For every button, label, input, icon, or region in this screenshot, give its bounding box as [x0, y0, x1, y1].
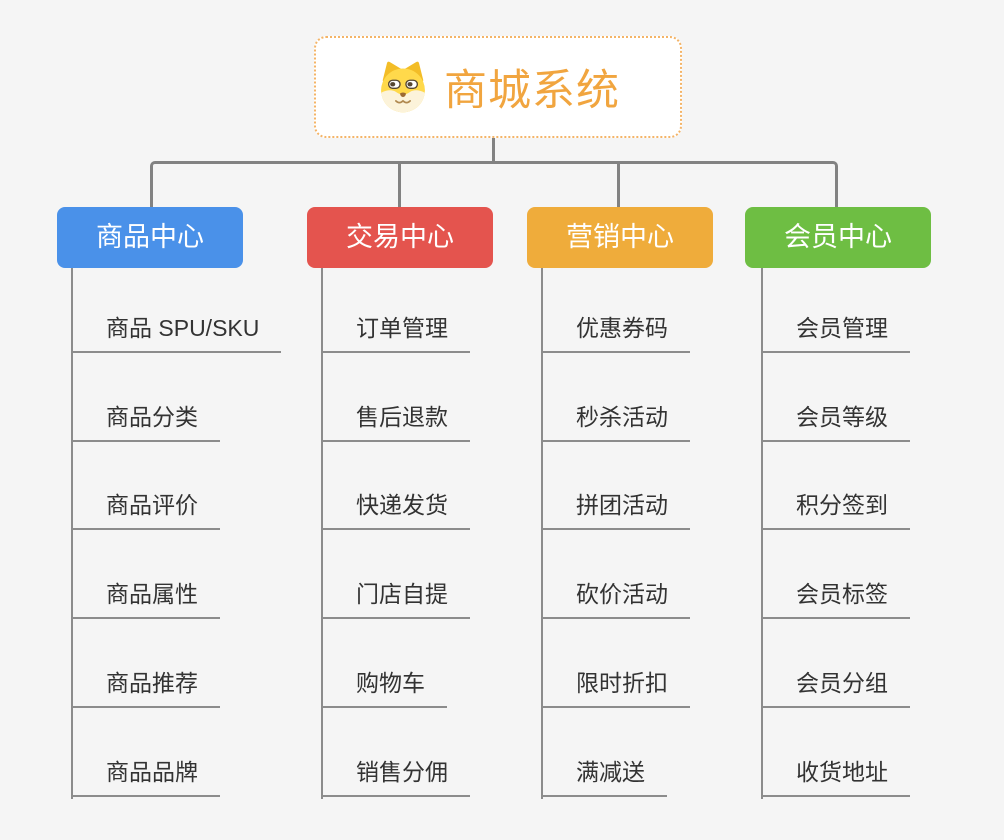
- connector-rail-left: [150, 161, 494, 210]
- branch-tree-product-center: 商品 SPU/SKU 商品分类 商品评价 商品属性 商品推荐 商品品牌: [71, 268, 321, 799]
- leaf-node[interactable]: 会员等级: [763, 402, 910, 442]
- connector-drop-trade: [398, 164, 401, 210]
- root-title: 商城系统: [444, 67, 620, 115]
- leaf-node[interactable]: 快递发货: [323, 490, 470, 530]
- leaf-node[interactable]: 销售分佣: [323, 757, 470, 797]
- leaf-node[interactable]: 商品推荐: [73, 668, 220, 708]
- branch-box-member-center[interactable]: 会员中心: [745, 207, 931, 268]
- leaf-node[interactable]: 收货地址: [763, 757, 910, 797]
- leaf-node[interactable]: 秒杀活动: [543, 402, 690, 442]
- leaf-node[interactable]: 会员管理: [763, 313, 910, 353]
- leaf-node[interactable]: 满减送: [543, 757, 667, 797]
- branch-box-marketing-center[interactable]: 营销中心: [527, 207, 713, 268]
- leaf-node[interactable]: 砍价活动: [543, 579, 690, 619]
- branch-box-trade-center[interactable]: 交易中心: [307, 207, 493, 268]
- leaf-node[interactable]: 优惠券码: [543, 313, 690, 353]
- leaf-node[interactable]: 商品分类: [73, 402, 220, 442]
- leaf-node[interactable]: 积分签到: [763, 490, 910, 530]
- dog-face-icon: [376, 60, 430, 114]
- leaf-node[interactable]: 订单管理: [323, 313, 470, 353]
- leaf-node[interactable]: 商品评价: [73, 490, 220, 530]
- leaf-node[interactable]: 购物车: [323, 668, 447, 708]
- leaf-node[interactable]: 限时折扣: [543, 668, 690, 708]
- leaf-node[interactable]: 拼团活动: [543, 490, 690, 530]
- leaf-node[interactable]: 会员标签: [763, 579, 910, 619]
- connector-rail-right: [494, 161, 838, 210]
- connector-root-trunk: [492, 138, 495, 164]
- connector-drop-marketing: [617, 164, 620, 210]
- leaf-node[interactable]: 商品品牌: [73, 757, 220, 797]
- branch-tree-member-center: 会员管理 会员等级 积分签到 会员标签 会员分组 收货地址: [761, 268, 1004, 799]
- leaf-node[interactable]: 商品属性: [73, 579, 220, 619]
- leaf-node[interactable]: 门店自提: [323, 579, 470, 619]
- root-node[interactable]: 商城系统: [314, 36, 682, 138]
- leaf-node[interactable]: 会员分组: [763, 668, 910, 708]
- leaf-node[interactable]: 商品 SPU/SKU: [73, 313, 282, 353]
- leaf-node[interactable]: 售后退款: [323, 402, 470, 442]
- branch-box-product-center[interactable]: 商品中心: [57, 207, 243, 268]
- branch-tree-trade-center: 订单管理 售后退款 快递发货 门店自提 购物车 销售分佣: [321, 268, 571, 799]
- branch-tree-marketing-center: 优惠券码 秒杀活动 拼团活动 砍价活动 限时折扣 满减送: [541, 268, 791, 799]
